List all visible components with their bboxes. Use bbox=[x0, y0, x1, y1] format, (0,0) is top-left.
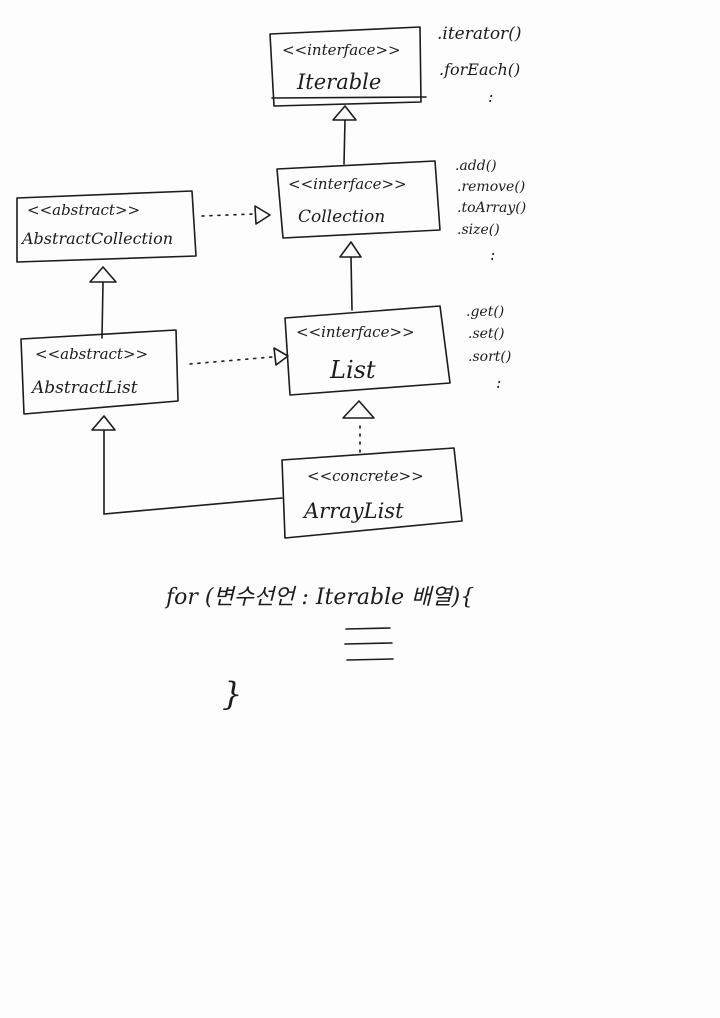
collection-method-add: .add() bbox=[455, 158, 497, 174]
collection-method-remove: .remove() bbox=[457, 179, 525, 195]
arrowhead-collection-realize bbox=[254, 205, 271, 225]
collection-method-size: .size() bbox=[457, 222, 500, 238]
iterable-method-more: : bbox=[488, 87, 493, 106]
list-method-set: .set() bbox=[468, 326, 504, 342]
code-body-line-3 bbox=[346, 658, 394, 661]
code-body-line-1 bbox=[345, 627, 391, 630]
class-list-box bbox=[284, 305, 451, 396]
class-collection-name: Collection bbox=[298, 207, 385, 227]
iterable-methods: .iterator() .forEach() : bbox=[437, 24, 521, 106]
class-abstract-collection: <<abstract>> AbstractCollection bbox=[16, 190, 197, 263]
collection-methods: .add() .remove() .toArray() .size() : bbox=[455, 158, 526, 264]
class-iterable-stereotype: <<interface>> bbox=[282, 41, 401, 59]
edge-abstract-list-list bbox=[189, 356, 273, 365]
code-snippet: for (변수선언 : Iterable 배열){ } bbox=[164, 585, 474, 713]
class-abstract-list-box bbox=[20, 329, 179, 415]
list-methods: .get() .set() .sort() : bbox=[466, 304, 511, 392]
class-abstract-list: <<abstract>> AbstractList bbox=[20, 329, 179, 415]
class-abstract-list-stereotype: <<abstract>> bbox=[35, 345, 148, 363]
collection-method-more: : bbox=[490, 245, 495, 264]
iterable-method-foreach: .forEach() bbox=[439, 60, 520, 79]
class-list-name: List bbox=[329, 356, 376, 384]
arrowhead-collection bbox=[339, 241, 362, 258]
class-collection-box bbox=[276, 160, 441, 239]
iterable-method-iterator: .iterator() bbox=[437, 24, 521, 44]
edge-abstract-list-abstract-collection bbox=[101, 281, 104, 339]
arrowhead-abstract-list bbox=[91, 415, 116, 431]
class-abstract-collection-name: AbstractCollection bbox=[20, 229, 173, 248]
class-array-list-stereotype: <<concrete>> bbox=[307, 467, 424, 485]
edge-array-list-abstract-list bbox=[103, 429, 283, 515]
edge-list-collection bbox=[350, 256, 353, 311]
class-collection-stereotype: <<interface>> bbox=[288, 175, 407, 193]
class-abstract-list-name: AbstractList bbox=[30, 378, 138, 398]
class-iterable: <<interface>> Iterable bbox=[269, 26, 427, 107]
list-method-more: : bbox=[496, 373, 501, 392]
edge-collection-iterable bbox=[343, 119, 346, 165]
class-array-list-name: ArrayList bbox=[302, 499, 404, 523]
class-iterable-name: Iterable bbox=[296, 70, 381, 94]
class-array-list: <<concrete>> ArrayList bbox=[281, 447, 463, 539]
arrowhead-abstract-collection bbox=[89, 266, 117, 283]
class-abstract-collection-box bbox=[16, 190, 197, 263]
list-method-get: .get() bbox=[466, 304, 504, 320]
code-for-header: for (변수선언 : Iterable 배열){ bbox=[164, 585, 474, 610]
arrowhead-iterable bbox=[332, 105, 357, 121]
arrowhead-list-realize bbox=[273, 347, 289, 366]
class-collection: <<interface>> Collection bbox=[276, 160, 441, 239]
collection-method-toarray: .toArray() bbox=[457, 200, 526, 216]
code-closing-brace: } bbox=[222, 675, 242, 713]
class-list-stereotype: <<interface>> bbox=[296, 323, 415, 341]
arrowhead-list bbox=[342, 400, 375, 419]
list-method-sort: .sort() bbox=[468, 349, 511, 365]
class-iterable-box bbox=[269, 26, 422, 107]
edge-abstract-collection-collection bbox=[201, 213, 255, 217]
class-array-list-box bbox=[281, 447, 463, 539]
code-body-line-2 bbox=[344, 642, 393, 645]
class-list: <<interface>> List bbox=[284, 305, 451, 396]
class-abstract-collection-stereotype: <<abstract>> bbox=[27, 201, 140, 219]
